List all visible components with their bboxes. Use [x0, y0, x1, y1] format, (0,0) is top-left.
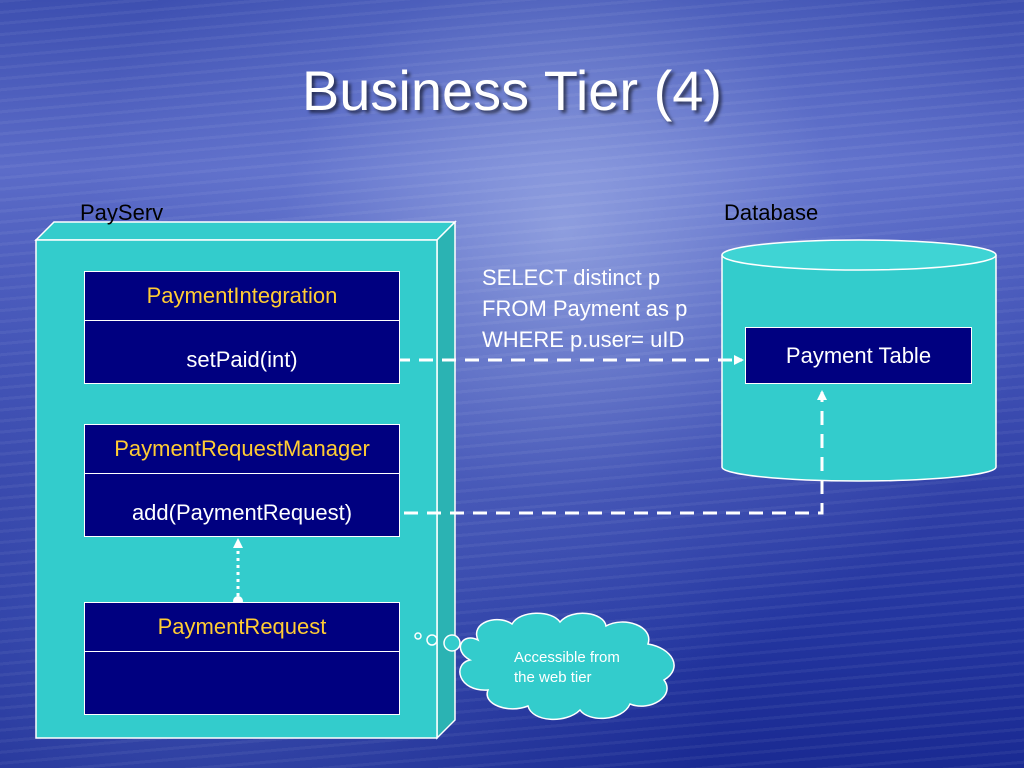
payment-table: Payment Table [745, 327, 972, 384]
note-text: Accessible from the web tier [514, 648, 620, 688]
note-cloud [414, 612, 675, 721]
sql-line: FROM Payment as p [482, 296, 688, 321]
connector-line [381, 390, 827, 515]
payserv-label: PayServ [80, 200, 164, 225]
component-name: PaymentRequestManager [85, 425, 399, 474]
cloud-bubble-large [443, 634, 461, 652]
cloud-bubble-small [414, 632, 422, 640]
component-operation: setPaid(int) [186, 347, 298, 372]
note-line: Accessible from [514, 649, 620, 666]
cloud-shape [459, 612, 675, 721]
note-line: the web tier [514, 669, 592, 686]
sql-line: WHERE p.user= uID [482, 327, 685, 352]
database-label: Database [724, 200, 819, 225]
sql-line: SELECT distinct p [482, 265, 661, 290]
component-payment-request: PaymentRequest [84, 602, 400, 715]
component-operation [85, 652, 399, 715]
node-side-face [436, 220, 456, 740]
cylinder-top [721, 239, 997, 271]
component-payment-request-manager: PaymentRequestManager add(PaymentRequest… [84, 424, 400, 537]
component-name: PaymentIntegration [85, 272, 399, 321]
component-payment-integration: PaymentIntegration setPaid(int) [84, 271, 400, 384]
component-name: PaymentRequest [85, 603, 399, 652]
component-operation: add(PaymentRequest) [131, 500, 353, 525]
cloud-bubble-medium [426, 634, 438, 646]
sql-query: SELECT distinct p FROM Payment as p WHER… [482, 262, 687, 355]
slide-title: Business Tier (4) [301, 59, 723, 122]
